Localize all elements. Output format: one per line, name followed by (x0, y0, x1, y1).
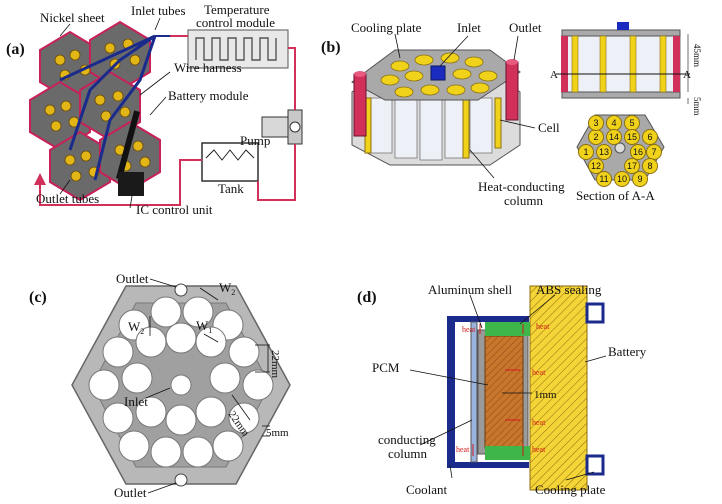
panel-a-tag: (a) (6, 41, 25, 58)
label-tank: Tank (218, 181, 244, 196)
label-outlet-tubes: Outlet tubes (36, 191, 99, 206)
section-cell-number: 5 (629, 118, 634, 128)
label-cooling-plate: Cooling plate (351, 20, 422, 35)
section-cell-number: 2 (593, 132, 598, 142)
panel-c: (c) (29, 271, 291, 500)
label-cooling-plate-d: Cooling plate (535, 482, 606, 497)
label-conducting: conducting (378, 432, 436, 447)
section-cell (642, 129, 658, 145)
label-battery: Battery (608, 344, 647, 359)
label-dim-45mm: 45mm (692, 44, 702, 67)
section-cell-number: 12 (591, 161, 601, 171)
section-cell (642, 158, 658, 174)
section-cell-number: 16 (633, 147, 643, 157)
heat-label-5: heat (456, 445, 470, 454)
label-w1: W1 (196, 318, 212, 335)
label-pcm: PCM (372, 360, 400, 375)
section-cell-number: 11 (599, 174, 608, 184)
heat-arrows (472, 324, 524, 456)
label-section-aa: Section of A-A (576, 188, 655, 203)
label-outlet-top: Outlet (116, 271, 149, 286)
section-cell-number: 7 (651, 147, 656, 157)
section-cell-number: 3 (593, 118, 598, 128)
panel-d-tag: (d) (357, 289, 377, 306)
label-w2-top: W2 (219, 280, 235, 297)
section-cell (578, 144, 594, 160)
section-cell (588, 158, 604, 174)
label-pump: Pump (240, 133, 270, 148)
label-nickel-sheet: Nickel sheet (40, 10, 105, 25)
label-column-d: column (388, 446, 427, 461)
section-cell-number: 15 (627, 132, 637, 142)
section-cell-number: 10 (617, 174, 627, 184)
panel-b: (b) (321, 20, 702, 208)
label-a-left: A (550, 69, 558, 81)
battery-pack-illustration (29, 20, 161, 202)
section-cell-number: 1 (583, 147, 588, 157)
section-cell (596, 144, 612, 160)
section-cell (624, 129, 640, 145)
section-cell-number: 17 (627, 161, 637, 171)
panel-a: (a) (6, 2, 303, 217)
label-outlet-bottom: Outlet (114, 485, 147, 500)
section-cell (630, 144, 646, 160)
label-battery-module: Battery module (168, 88, 249, 103)
section-cell-number: 4 (611, 118, 616, 128)
heat-label-3: heat (532, 368, 546, 377)
section-cell (596, 171, 612, 187)
panel-b-tag: (b) (321, 39, 341, 56)
section-cell (624, 158, 640, 174)
label-heat-conducting: Heat-conducting (478, 179, 565, 194)
section-cell (606, 129, 622, 145)
heat-label-6: heat (532, 445, 546, 454)
heat-label-2: heat (536, 322, 550, 331)
label-ic-control-unit: IC control unit (136, 202, 213, 217)
label-dim-1mm: 1mm (534, 389, 557, 401)
label-outlet-b: Outlet (509, 20, 542, 35)
section-cell-number: 9 (637, 174, 642, 184)
section-cell (614, 171, 630, 187)
tank-icon (201, 142, 259, 182)
label-cell: Cell (538, 120, 560, 135)
section-cell (632, 171, 648, 187)
section-cell-number: 14 (609, 132, 619, 142)
coolant-loop (34, 35, 296, 206)
label-dim-5mm-c: 5mm (266, 427, 289, 439)
label-inlet-b: Inlet (457, 20, 481, 35)
heat-label-4: heat (532, 418, 546, 427)
label-abs-sealing: ABS sealing (536, 282, 602, 297)
cross-section-illustration (447, 285, 605, 491)
label-column-b: column (504, 193, 543, 208)
section-cell (588, 115, 604, 131)
label-control-module: control module (196, 15, 275, 30)
label-wire-harness: Wire harness (174, 60, 242, 75)
section-cell-number: 6 (647, 132, 652, 142)
label-a-right: A (683, 69, 691, 81)
cooling-plate-top-view (71, 283, 291, 487)
module-3d-illustration (351, 49, 521, 166)
pump-icon (261, 109, 303, 145)
panel-c-tag: (c) (29, 289, 47, 306)
section-cell-number: 13 (599, 147, 609, 157)
heat-label-1: heat (462, 325, 476, 334)
label-inlet-c: Inlet (124, 394, 148, 409)
section-cell-number: 8 (647, 161, 652, 171)
label-dim-5mm-b: 5mm (692, 97, 702, 116)
label-inlet-tubes: Inlet tubes (131, 3, 186, 18)
panel-d: (d) heat (357, 282, 647, 497)
side-section-illustration (556, 22, 690, 104)
label-aluminum-shell: Aluminum shell (428, 282, 513, 297)
label-dim-22mm-right: 22mm (269, 350, 281, 379)
label-coolant: Coolant (406, 482, 448, 497)
label-w2-left: W2 (128, 319, 144, 336)
label-temperature: Temperature (204, 2, 270, 17)
